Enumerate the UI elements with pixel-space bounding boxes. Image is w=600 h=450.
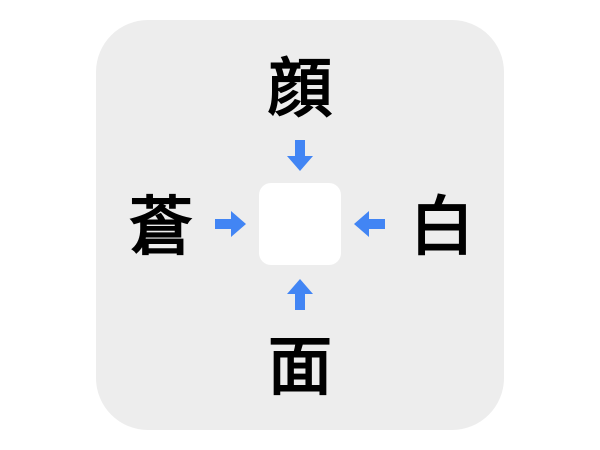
arrow-down-icon [282,138,318,174]
clue-top-kanji: 顔 [268,53,332,127]
arrow-up-icon [282,276,318,312]
clue-right-kanji: 白 [410,191,474,265]
clue-left-kanji: 蒼 [129,191,193,265]
clue-bottom-kanji: 面 [268,331,332,405]
arrow-right-icon [213,206,249,242]
answer-box[interactable] [259,183,341,265]
arrow-left-icon [351,206,387,242]
